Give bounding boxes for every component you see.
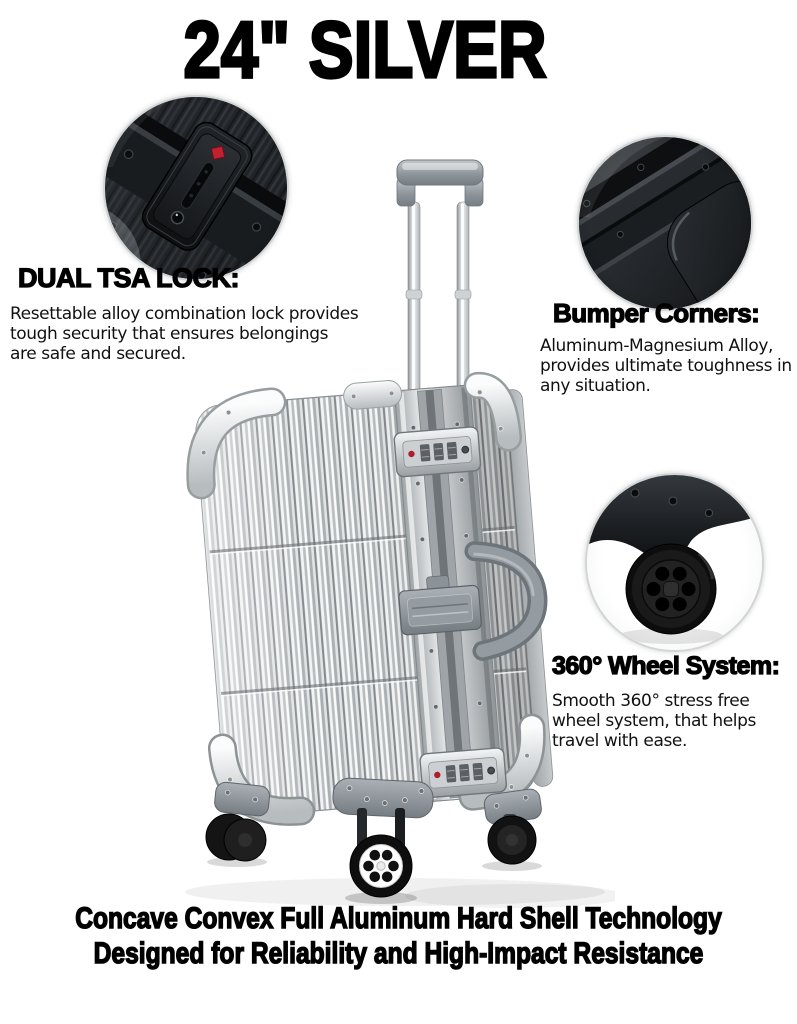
- wheel-housing: [587, 475, 762, 555]
- feature-bumper-description: Aluminum-Magnesium Alloy, provides ultim…: [540, 336, 792, 396]
- tsa-red-dot: [408, 450, 415, 458]
- spinner-wheel-right: [483, 788, 542, 865]
- feature-bumper-corners: Bumper Corners: Aluminum-Magnesium Alloy…: [540, 297, 792, 396]
- corner-cap-bottom-left: [210, 736, 313, 824]
- tsa-logo-diamond: [210, 145, 226, 160]
- callout-circle-bumper-corner: [577, 135, 753, 311]
- telescopic-pole-left: [407, 201, 421, 403]
- wheel-photo: [587, 475, 762, 650]
- front-wheel-holes: [363, 849, 399, 883]
- feature-tsa-lock-heading: DUAL TSA LOCK:: [17, 262, 240, 293]
- footer-line-1: Concave Convex Full Aluminum Hard Shell …: [75, 901, 723, 936]
- tsa-lock-bottom: [418, 746, 508, 799]
- luggage-frame: [393, 384, 504, 803]
- feature-line: travel with ease.: [552, 731, 687, 751]
- callout-circle-wheel: [585, 473, 764, 652]
- corner-cap-top-right: [466, 374, 520, 450]
- feature-wheel-description: Smooth 360° stress free wheel system, th…: [552, 691, 780, 751]
- spinner-wheel-front: [332, 777, 434, 898]
- feature-line: Smooth 360° stress free: [552, 691, 750, 711]
- wheel-holes: [646, 566, 696, 612]
- callout-circle-tsa-lock: [103, 95, 289, 281]
- frame-latch: [398, 575, 482, 636]
- wheel-bracket-left: [214, 781, 271, 817]
- suitcase-body: [186, 371, 554, 826]
- feature-tsa-lock: DUAL TSA LOCK: Resettable alloy combinat…: [10, 262, 359, 364]
- trolley-handle: [396, 159, 484, 403]
- aluminum-frame-bands: [579, 137, 751, 309]
- footer-tagline: Concave Convex Full Aluminum Hard Shell …: [0, 901, 797, 971]
- spinner-wheel-closeup: [625, 543, 717, 635]
- frame-rivets: [410, 421, 487, 766]
- shell-seams: [209, 525, 527, 697]
- keyhole: [461, 445, 470, 454]
- tsa-combination-lock: [141, 121, 253, 251]
- telescopic-pole-right: [456, 201, 470, 403]
- front-wheel-hub: [359, 844, 403, 888]
- ribbed-shell: [195, 383, 537, 817]
- trolley-grip: [396, 159, 484, 186]
- pole-base-cap: [343, 380, 403, 410]
- front-wheel-tire: [349, 834, 413, 898]
- tsa-lock-top: [393, 426, 482, 478]
- spinner-wheels: [205, 777, 542, 904]
- feature-line: Resettable alloy combination lock provid…: [10, 304, 359, 324]
- footer-line-2: Designed for Reliability and High-Impact…: [93, 936, 704, 971]
- suitcase-side-face: [502, 389, 554, 787]
- feature-line: any situation.: [540, 376, 651, 396]
- corner-caps: [186, 371, 546, 826]
- feature-wheel-system: 360° Wheel System: Smooth 360° stress fr…: [551, 651, 780, 751]
- page-title: 24" SILVER: [182, 3, 548, 95]
- feature-line: Aluminum-Magnesium Alloy,: [540, 336, 774, 356]
- keyhole: [170, 210, 185, 225]
- tsa-lock-photo: [105, 97, 287, 279]
- corner-bumper: [666, 180, 751, 309]
- cap-rivets: [200, 389, 530, 810]
- feature-line: tough security that ensures belongings: [10, 324, 329, 344]
- feature-wheel-heading: 360° Wheel System:: [551, 651, 780, 680]
- feature-bumper-heading: Bumper Corners:: [552, 297, 760, 328]
- spinner-wheel-left: [205, 813, 267, 862]
- corner-cap-bottom-right: [461, 716, 544, 809]
- side-carry-handle: [464, 541, 548, 661]
- corner-cap-top-left: [188, 389, 284, 497]
- feature-tsa-lock-description: Resettable alloy combination lock provid…: [10, 304, 359, 364]
- feature-line: wheel system, that helps: [552, 711, 756, 731]
- bumper-corner-photo: [579, 137, 751, 309]
- feature-line: are safe and secured.: [10, 344, 186, 364]
- feature-line: provides ultimate toughness in: [540, 356, 792, 376]
